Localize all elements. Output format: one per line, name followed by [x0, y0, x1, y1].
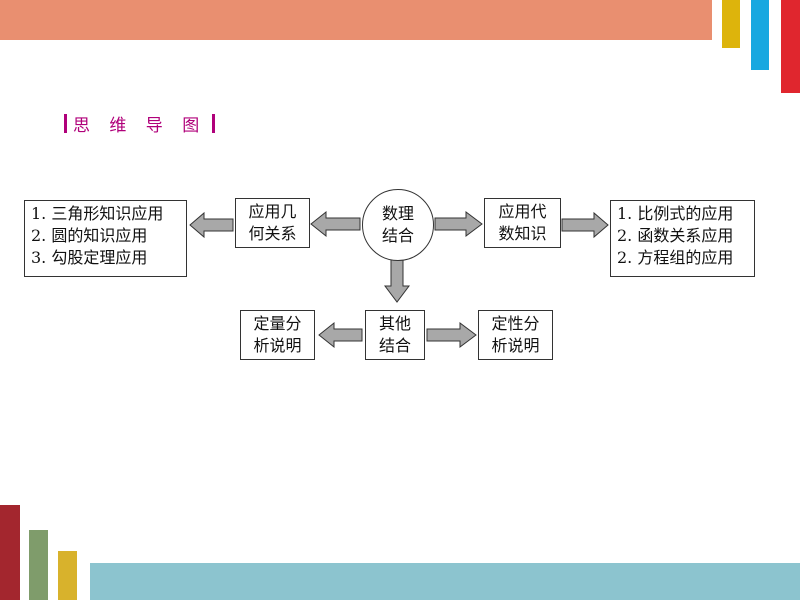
top-banner-bar: [0, 0, 712, 40]
arrow-center-to-bottom: [384, 257, 410, 303]
accent-bar-red: [781, 0, 800, 93]
section-label: 思 维 导 图: [64, 111, 216, 136]
node-line: 定性分: [491, 314, 540, 333]
footer-bar-dark-red: [0, 505, 20, 600]
algebra-applications-list: 1. 比例式的应用 2. 函数关系应用 2. 方程组的应用: [610, 200, 755, 277]
quantitative-analysis-node: 定量分 析说明: [240, 310, 315, 360]
label-bar-right: [212, 113, 216, 133]
list-item: 1. 三角形知识应用: [31, 204, 164, 223]
list-item: 2. 函数关系应用: [617, 226, 734, 245]
node-line: 结合: [381, 226, 414, 245]
other-combination-node: 其他 结合: [365, 310, 425, 360]
arrow-right-to-list: [561, 211, 609, 239]
arrow-left-to-list: [189, 211, 234, 239]
qualitative-analysis-node: 定性分 析说明: [478, 310, 553, 360]
list-item: 3. 勾股定理应用: [31, 248, 148, 267]
list-item: 2. 圆的知识应用: [31, 226, 148, 245]
accent-bar-blue: [751, 0, 769, 70]
center-node: 数理 结合: [362, 189, 434, 261]
arrow-bottom-to-left: [318, 321, 363, 349]
list-item: 2. 方程组的应用: [617, 248, 734, 267]
node-line: 析说明: [491, 336, 540, 355]
node-line: 应用几: [248, 202, 297, 221]
arrow-center-to-left: [310, 210, 361, 238]
arrow-center-to-right: [434, 211, 483, 237]
section-label-text: 思 维 导 图: [73, 115, 207, 136]
footer-bar-yellow: [58, 551, 77, 600]
list-item: 1. 比例式的应用: [617, 204, 734, 223]
node-line: 数知识: [498, 224, 547, 243]
node-line: 结合: [378, 336, 411, 355]
node-line: 定量分: [253, 314, 302, 333]
algebra-knowledge-node: 应用代 数知识: [484, 198, 561, 248]
arrow-bottom-to-right: [426, 322, 477, 348]
accent-bar-yellow: [722, 0, 740, 48]
geometry-relation-node: 应用几 何关系: [235, 198, 310, 248]
node-line: 析说明: [253, 336, 302, 355]
node-line: 应用代: [498, 202, 547, 221]
bottom-banner-bar: [90, 563, 800, 600]
node-line: 数理: [381, 204, 414, 223]
node-line: 其他: [378, 314, 411, 333]
geometry-applications-list: 1. 三角形知识应用 2. 圆的知识应用 3. 勾股定理应用: [24, 200, 187, 277]
label-bar-left: [64, 113, 67, 133]
node-line: 何关系: [248, 224, 297, 243]
footer-bar-green: [29, 530, 48, 600]
